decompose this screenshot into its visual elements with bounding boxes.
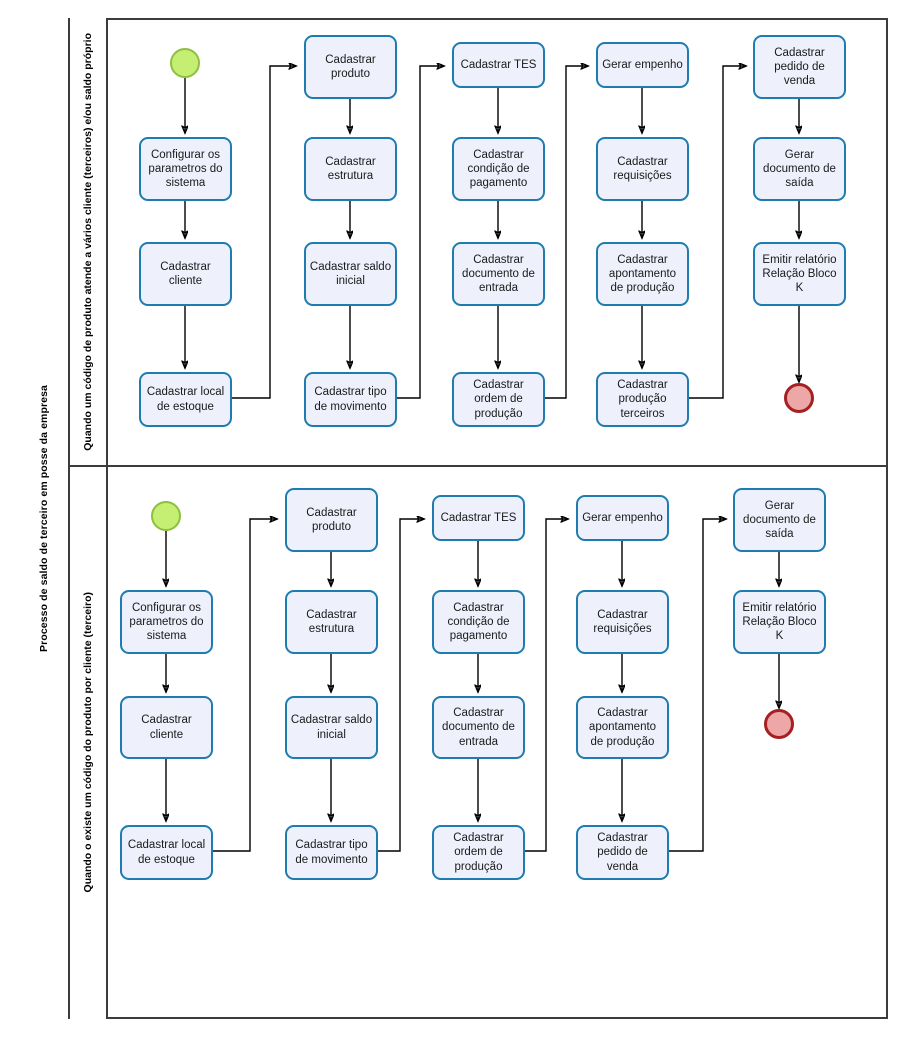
task-lane1-c4-2[interactable]: Cadastrar apontamento de produção xyxy=(596,242,689,306)
task-lane2-c1-2[interactable]: Cadastrar local de estoque xyxy=(120,825,213,880)
task-lane2-c4-2[interactable]: Cadastrar apontamento de produção xyxy=(576,696,669,759)
end-event-lane2[interactable] xyxy=(764,709,794,739)
task-lane1-c5-0[interactable]: Cadastrar pedido de venda xyxy=(753,35,846,99)
task-lane1-c3-2[interactable]: Cadastrar documento de entrada xyxy=(452,242,545,306)
task-lane2-c2-0[interactable]: Cadastrar produto xyxy=(285,488,378,552)
lane-label-2-text: Quando o existe um código do produto por… xyxy=(82,591,94,893)
task-lane2-c4-0[interactable]: Gerar empenho xyxy=(576,495,669,541)
task-lane2-c3-1[interactable]: Cadastrar condição de pagamento xyxy=(432,590,525,654)
start-event-lane1[interactable] xyxy=(170,48,200,78)
lane-label-2: Quando o existe um código do produto por… xyxy=(70,465,108,1019)
task-lane2-c1-1[interactable]: Cadastrar cliente xyxy=(120,696,213,759)
pool-title-label: Processo de saldo de terceiro em posse d… xyxy=(38,385,50,652)
task-lane2-c2-1[interactable]: Cadastrar estrutura xyxy=(285,590,378,654)
task-lane2-c3-2[interactable]: Cadastrar documento de entrada xyxy=(432,696,525,759)
task-lane1-c5-2[interactable]: Emitir relatório Relação Bloco K xyxy=(753,242,846,306)
pool-title: Processo de saldo de terceiro em posse d… xyxy=(20,18,70,1019)
lane-label-1: Quando um código de produto atende a vár… xyxy=(70,18,108,465)
task-lane1-c1-0[interactable]: Configurar os parametros do sistema xyxy=(139,137,232,201)
task-lane1-c3-0[interactable]: Cadastrar TES xyxy=(452,42,545,88)
task-lane1-c2-3[interactable]: Cadastrar tipo de movimento xyxy=(304,372,397,427)
task-lane1-c4-1[interactable]: Cadastrar requisições xyxy=(596,137,689,201)
task-lane2-c2-2[interactable]: Cadastrar saldo inicial xyxy=(285,696,378,759)
task-lane1-c2-1[interactable]: Cadastrar estrutura xyxy=(304,137,397,201)
task-lane2-c5-1[interactable]: Emitir relatório Relação Bloco K xyxy=(733,590,826,654)
task-lane2-c1-0[interactable]: Configurar os parametros do sistema xyxy=(120,590,213,654)
task-lane1-c3-1[interactable]: Cadastrar condição de pagamento xyxy=(452,137,545,201)
task-lane2-c3-0[interactable]: Cadastrar TES xyxy=(432,495,525,541)
task-lane1-c2-2[interactable]: Cadastrar saldo inicial xyxy=(304,242,397,306)
task-lane2-c4-1[interactable]: Cadastrar requisições xyxy=(576,590,669,654)
task-lane1-c1-2[interactable]: Cadastrar local de estoque xyxy=(139,372,232,427)
task-lane2-c5-0[interactable]: Gerar documento de saída xyxy=(733,488,826,552)
task-lane1-c2-0[interactable]: Cadastrar produto xyxy=(304,35,397,99)
start-event-lane2[interactable] xyxy=(151,501,181,531)
task-lane1-c5-1[interactable]: Gerar documento de saída xyxy=(753,137,846,201)
task-lane2-c4-3[interactable]: Cadastrar pedido de venda xyxy=(576,825,669,880)
task-lane2-c3-3[interactable]: Cadastrar ordem de produção xyxy=(432,825,525,880)
task-lane1-c1-1[interactable]: Cadastrar cliente xyxy=(139,242,232,306)
lane-divider xyxy=(70,465,888,467)
task-lane2-c2-3[interactable]: Cadastrar tipo de movimento xyxy=(285,825,378,880)
lane-label-1-text: Quando um código de produto atende a vár… xyxy=(82,32,94,451)
task-lane1-c3-3[interactable]: Cadastrar ordem de produção xyxy=(452,372,545,427)
task-lane1-c4-0[interactable]: Gerar empenho xyxy=(596,42,689,88)
end-event-lane1[interactable] xyxy=(784,383,814,413)
task-lane1-c4-3[interactable]: Cadastrar produção terceiros xyxy=(596,372,689,427)
